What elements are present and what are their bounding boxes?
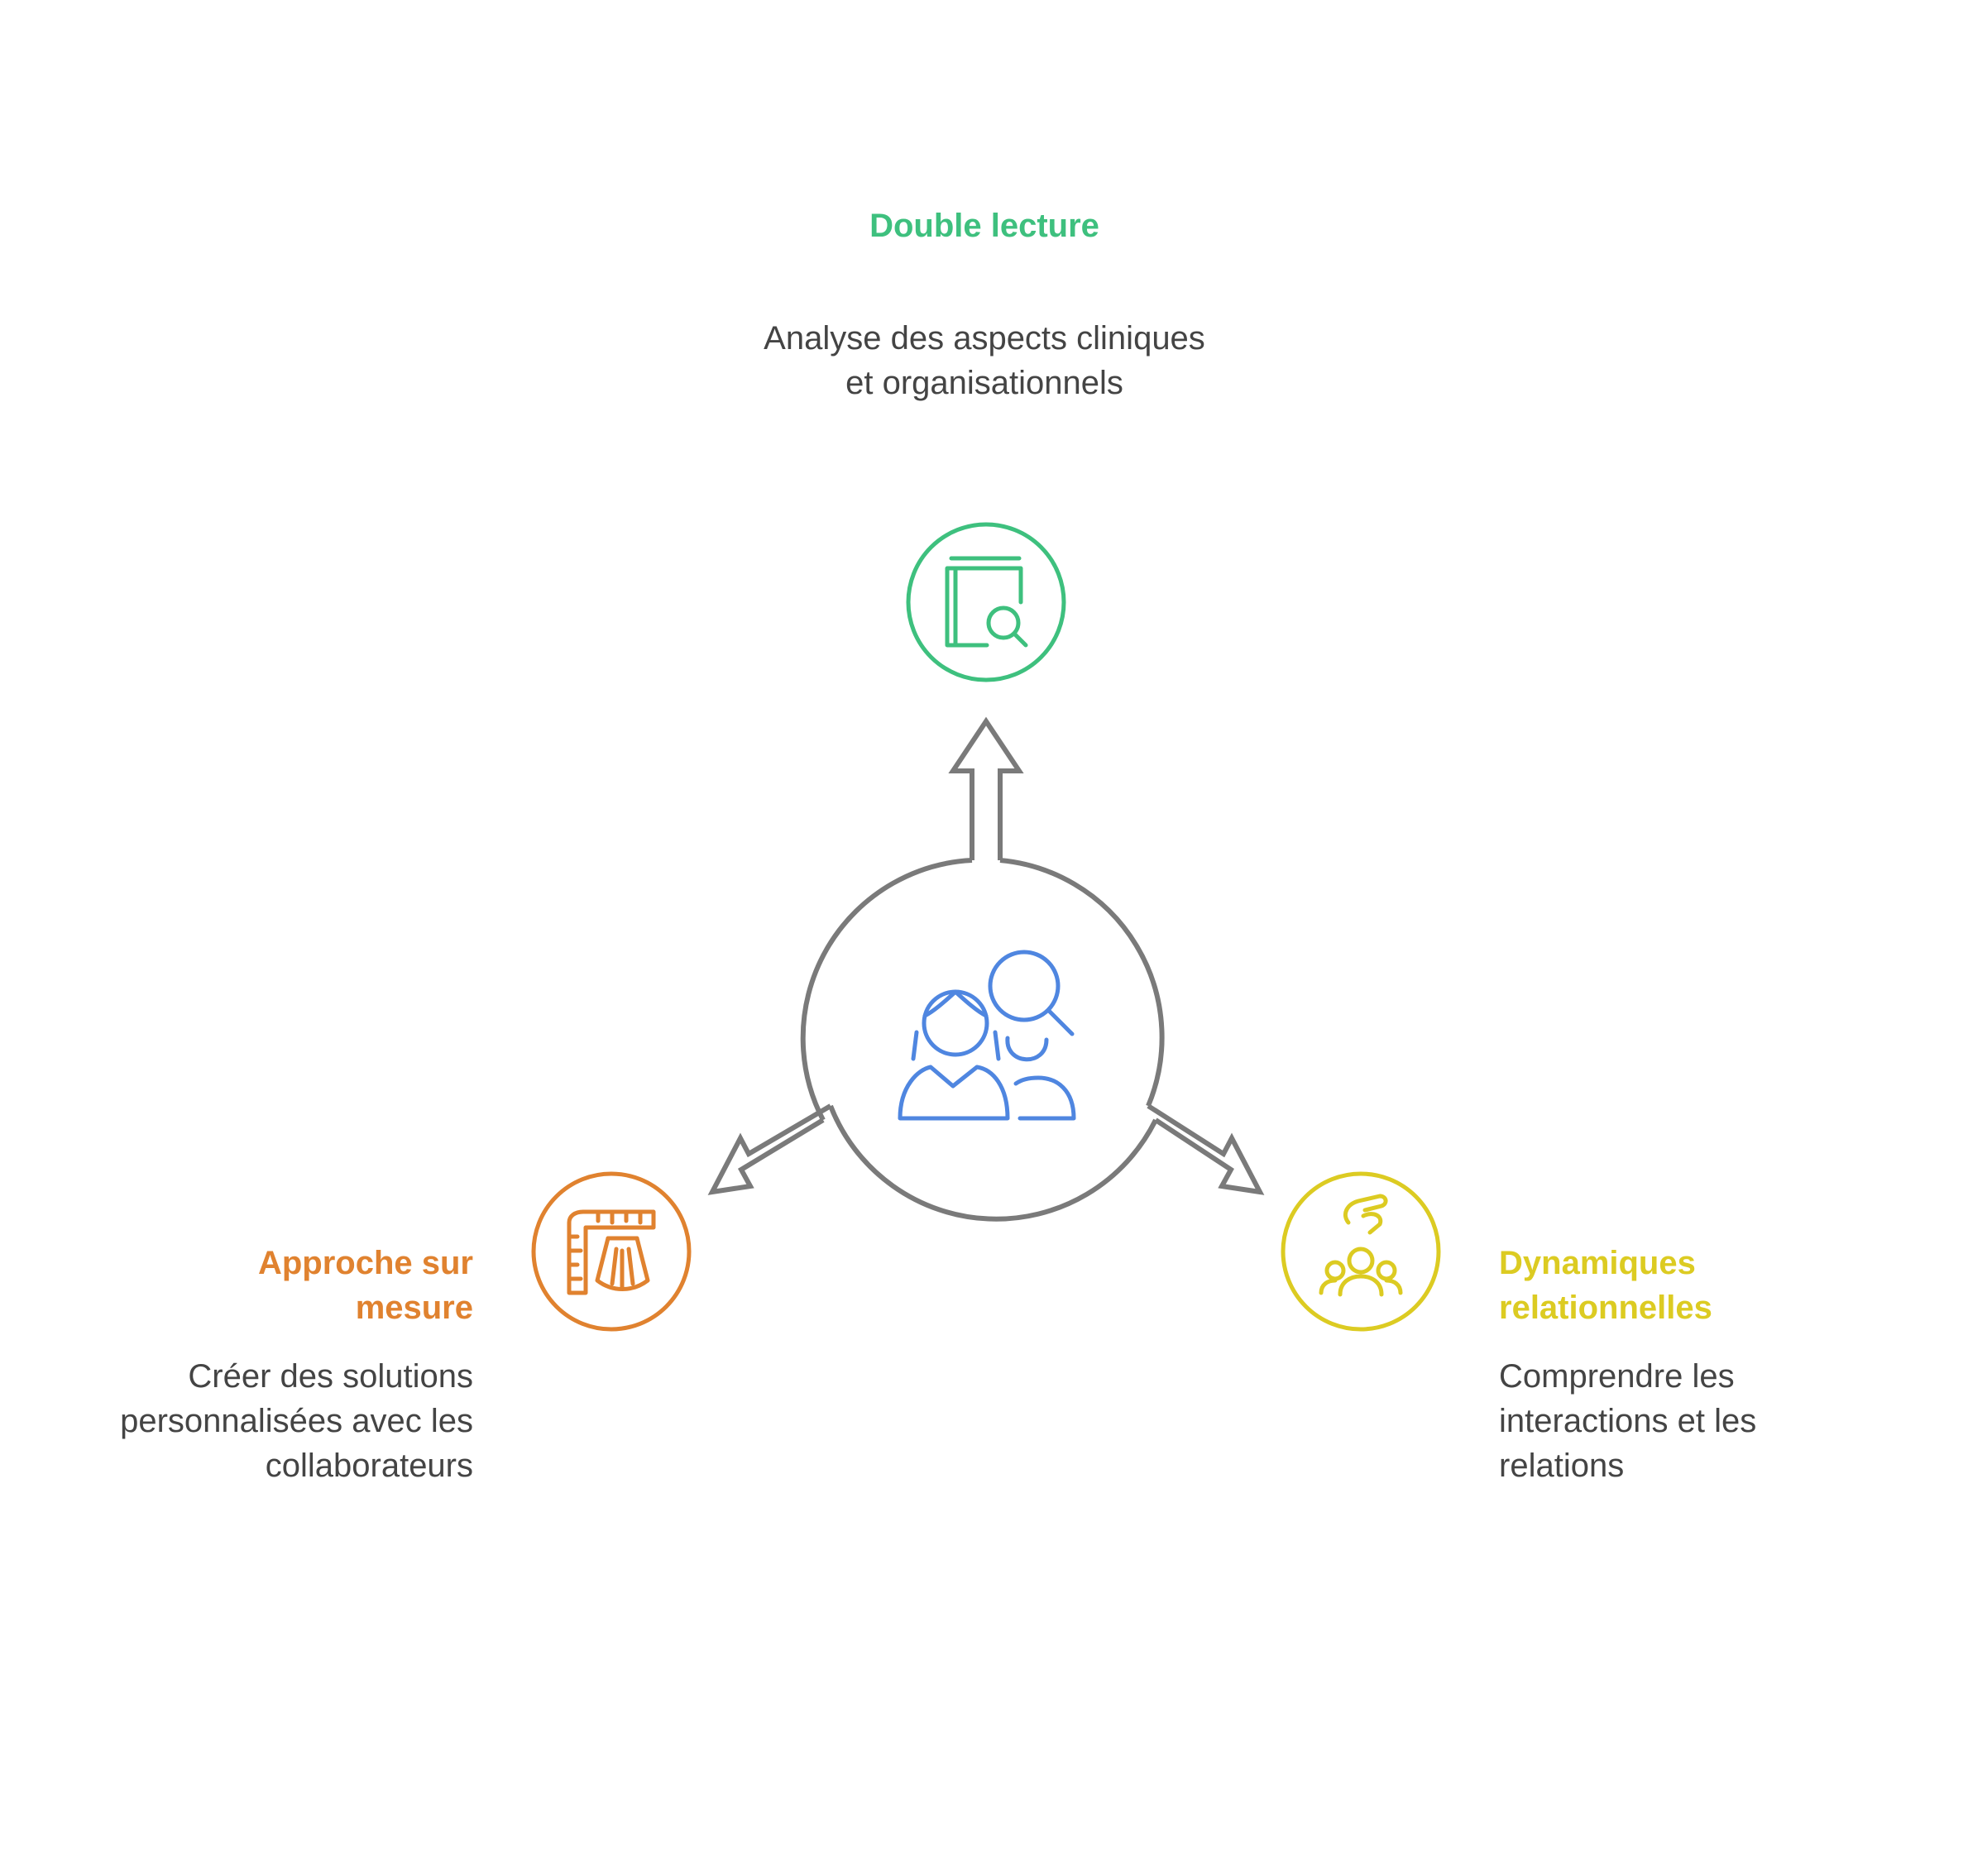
center-circle bbox=[800, 858, 1165, 1222]
people-search-icon bbox=[898, 950, 1076, 1121]
arrow-right bbox=[1147, 1103, 1265, 1195]
left-branch-title: Approche sur mesure bbox=[257, 1245, 473, 1326]
top-icon-badge bbox=[906, 522, 1066, 682]
right-branch-description: Comprendre les interactions et les relat… bbox=[1499, 1358, 1757, 1484]
right-icon-badge bbox=[1281, 1171, 1441, 1332]
left-icon-badge bbox=[531, 1171, 692, 1332]
tailoring-ruler-skirt-icon bbox=[567, 1209, 656, 1295]
right-branch-title: Dynamiques relationnelles bbox=[1499, 1245, 1712, 1326]
left-branch-description: Créer des solutions personnalisées avec … bbox=[120, 1358, 473, 1484]
arrow-up bbox=[948, 716, 1024, 860]
central-hub bbox=[707, 716, 1265, 1222]
top-branch-title: Double lecture bbox=[869, 208, 1099, 244]
arrow-left bbox=[707, 1103, 832, 1195]
top-branch-description: Analyse des aspects cliniques et organis… bbox=[764, 320, 1205, 401]
group-hand-icon bbox=[1319, 1194, 1403, 1297]
book-search-icon bbox=[945, 556, 1028, 648]
